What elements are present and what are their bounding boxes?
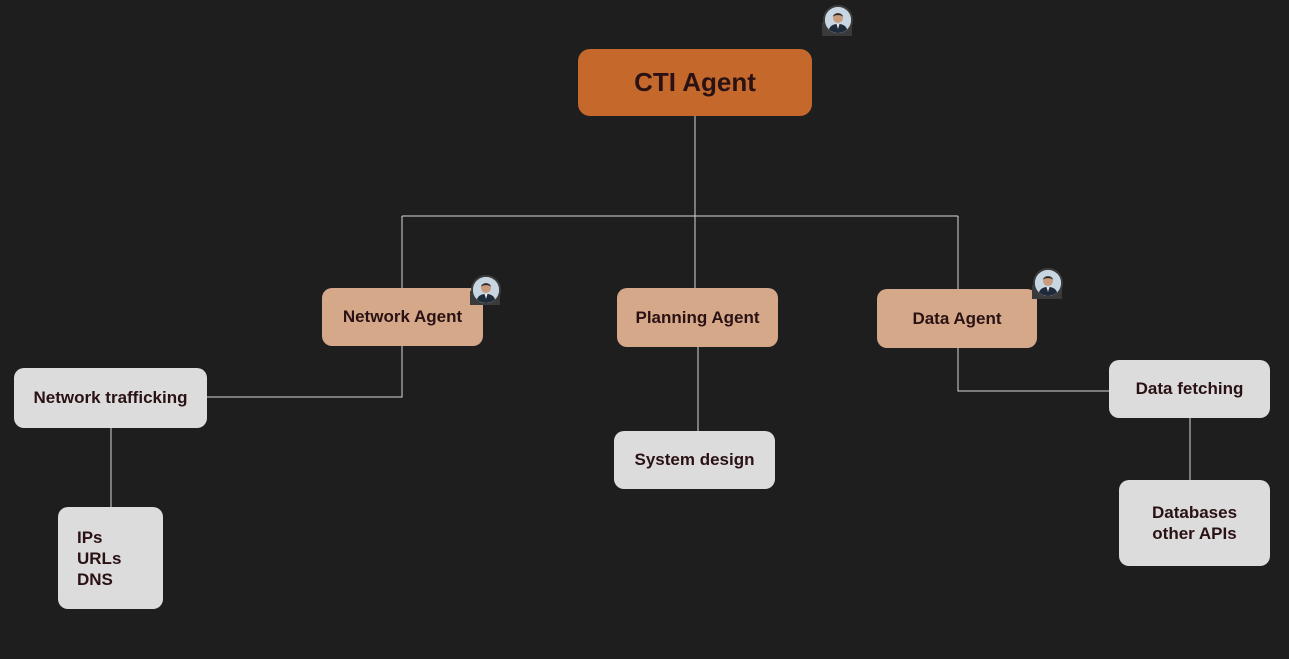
node-system-design[interactable]: System design (614, 431, 775, 489)
node-data-agent[interactable]: Data Agent (877, 289, 1037, 348)
node-label-line: URLs (77, 548, 122, 568)
node-label: Data fetching (1135, 379, 1244, 398)
user-avatar-icon[interactable] (823, 5, 853, 35)
user-avatar-icon[interactable] (471, 275, 501, 305)
node-label-line: IPs (77, 527, 103, 547)
person-icon (825, 7, 851, 33)
node-label: Network Agent (342, 307, 463, 326)
node-label-line: Databases (1151, 503, 1238, 522)
person-icon (1035, 270, 1061, 296)
node-databases-apis[interactable]: Databases other APIs (1119, 480, 1270, 566)
node-planning-agent[interactable]: Planning Agent (617, 288, 778, 347)
person-icon (473, 277, 499, 303)
node-label: Planning Agent (635, 307, 760, 327)
node-label: CTI Agent (634, 67, 756, 97)
connector-network-to-trafficking (207, 346, 403, 398)
node-label-line: DNS (77, 569, 113, 589)
node-cti-agent[interactable]: CTI Agent (578, 49, 812, 116)
node-label: Network trafficking (33, 388, 188, 407)
connector-data-to-fetching (957, 348, 1110, 392)
node-label: System design (634, 450, 755, 469)
node-label-line: other APIs (1152, 524, 1237, 543)
node-network-trafficking[interactable]: Network trafficking (14, 368, 207, 428)
node-ips-urls-dns[interactable]: IPs URLs DNS (58, 507, 163, 609)
node-network-agent[interactable]: Network Agent (322, 288, 483, 346)
user-avatar-icon[interactable] (1033, 268, 1063, 298)
node-label: Data Agent (912, 308, 1002, 328)
node-data-fetching[interactable]: Data fetching (1109, 360, 1270, 418)
